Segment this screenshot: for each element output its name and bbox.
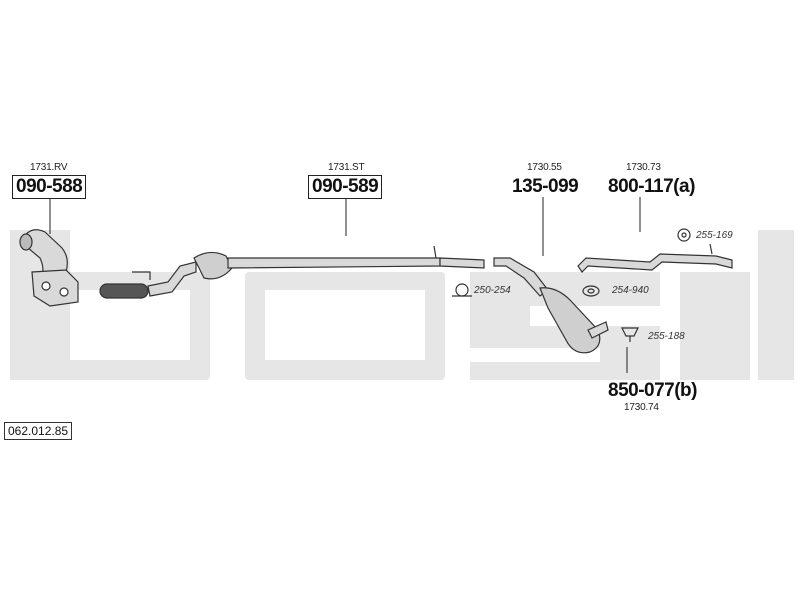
accessory-label-254-940[interactable]: 254-940 bbox=[612, 285, 649, 296]
accessory-label-250-254[interactable]: 250-254 bbox=[474, 285, 511, 296]
part-number-3[interactable]: 135-099 bbox=[512, 176, 579, 197]
middle-pipe-090-589 bbox=[99, 245, 485, 299]
gasket-icon bbox=[582, 285, 600, 297]
tail-pipe-800-117 bbox=[577, 243, 733, 273]
part-ref-3: 1730.55 bbox=[527, 162, 562, 173]
intermediate-pipe-135-099 bbox=[493, 257, 609, 354]
part-number-5[interactable]: 850-077(b) bbox=[608, 380, 698, 401]
clamp-icon bbox=[452, 283, 472, 297]
part-ref-5: 1730.74 bbox=[624, 402, 659, 413]
part-ref-1: 1731.RV bbox=[30, 162, 68, 173]
accessory-label-255-169[interactable]: 255-169 bbox=[696, 230, 733, 241]
front-pipe-090-588 bbox=[19, 229, 79, 307]
catalog-number: 062.012.85 bbox=[4, 422, 73, 440]
part-number-1[interactable]: 090-588 bbox=[12, 175, 87, 199]
accessory-label-255-188[interactable]: 255-188 bbox=[648, 331, 685, 342]
rubber-ring-icon bbox=[677, 228, 691, 242]
part-ref-2: 1731.ST bbox=[328, 162, 365, 173]
part-number-2[interactable]: 090-589 bbox=[308, 175, 383, 199]
part-number-4[interactable]: 800-117(a) bbox=[608, 176, 695, 197]
part-ref-4: 1730.73 bbox=[626, 162, 661, 173]
hanger-icon bbox=[621, 327, 639, 342]
